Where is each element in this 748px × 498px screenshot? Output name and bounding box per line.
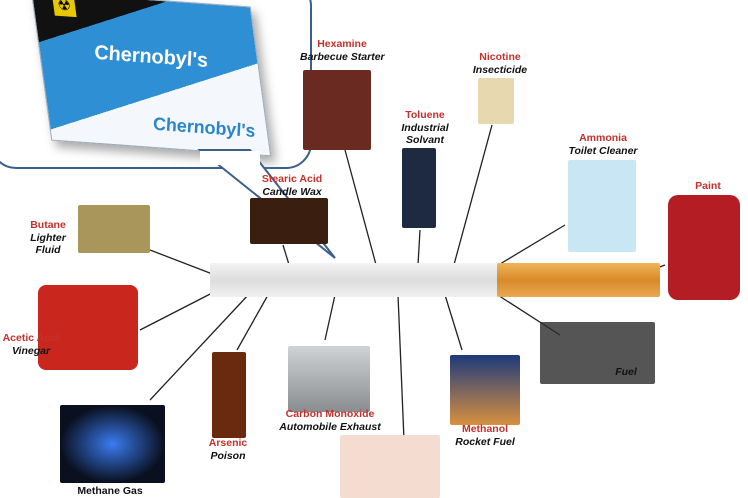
label-methane-gas: Methane Gas [77, 485, 143, 497]
gas-flame-image [60, 405, 165, 483]
arsenic-bottle-image [212, 352, 246, 438]
label-fuel: Fuel [615, 366, 637, 378]
toilet-image [568, 160, 636, 252]
barbecue-image [303, 70, 371, 150]
lighter-image [78, 205, 150, 253]
fuel-nozzle-image [540, 322, 655, 384]
label-paint: Paint [695, 180, 721, 192]
rocket-image [450, 355, 520, 425]
paint-can-image [668, 195, 740, 300]
insecticide-image [478, 78, 514, 124]
nail-polish-remover-image [340, 435, 440, 498]
candles-image [250, 198, 328, 244]
bucket-vinegar-image [38, 285, 138, 370]
cigarette-filter [497, 263, 660, 297]
exhaust-image [288, 346, 370, 412]
cigarette-paper [210, 263, 498, 297]
solvent-can-image [402, 148, 436, 228]
